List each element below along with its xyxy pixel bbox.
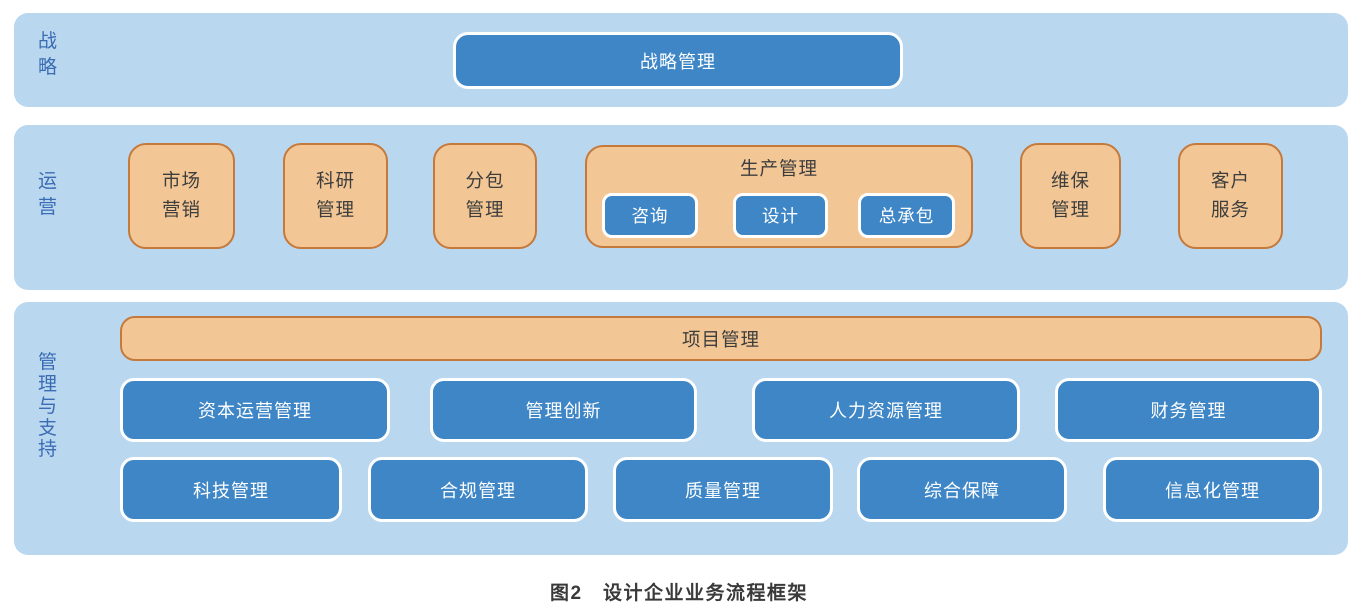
management-innovation-node: 管理创新 bbox=[430, 378, 697, 442]
operations-band-label: 运营 bbox=[38, 171, 58, 219]
maintenance-management-node: 维保 管理 bbox=[1020, 143, 1121, 249]
support-band-label: 管理与支持 bbox=[38, 352, 58, 461]
financial-management-node: 财务管理 bbox=[1055, 378, 1322, 442]
strategy-band-label: 战略 bbox=[38, 31, 58, 79]
information-management-node: 信息化管理 bbox=[1103, 457, 1322, 522]
general-contracting-node: 总承包 bbox=[858, 193, 955, 238]
support-band: 管理与支持 项目管理 资本运营管理 管理创新 人力资源管理 财务管理 科技管理 … bbox=[14, 302, 1348, 555]
technology-management-node: 科技管理 bbox=[120, 457, 342, 522]
project-management-bar: 项目管理 bbox=[120, 316, 1322, 361]
research-management-node: 科研 管理 bbox=[283, 143, 388, 249]
comprehensive-support-node: 综合保障 bbox=[857, 457, 1067, 522]
design-node: 设计 bbox=[733, 193, 828, 238]
capital-operation-node: 资本运营管理 bbox=[120, 378, 390, 442]
human-resources-node: 人力资源管理 bbox=[752, 378, 1020, 442]
compliance-management-node: 合规管理 bbox=[368, 457, 588, 522]
strategy-band: 战略 战略管理 bbox=[14, 13, 1348, 107]
operations-band: 运营 市场 营销 科研 管理 分包 管理 生产管理 咨询 设计 总承包 维保 管… bbox=[14, 125, 1348, 290]
figure-caption: 图2 设计企业业务流程框架 bbox=[549, 583, 809, 604]
marketing-node: 市场 营销 bbox=[128, 143, 235, 249]
production-management-group: 生产管理 咨询 设计 总承包 bbox=[585, 145, 973, 248]
strategy-management-node: 战略管理 bbox=[453, 32, 903, 89]
subcontract-management-node: 分包 管理 bbox=[433, 143, 537, 249]
consulting-node: 咨询 bbox=[602, 193, 698, 238]
production-management-title: 生产管理 bbox=[739, 158, 818, 179]
customer-service-node: 客户 服务 bbox=[1178, 143, 1283, 249]
quality-management-node: 质量管理 bbox=[613, 457, 833, 522]
